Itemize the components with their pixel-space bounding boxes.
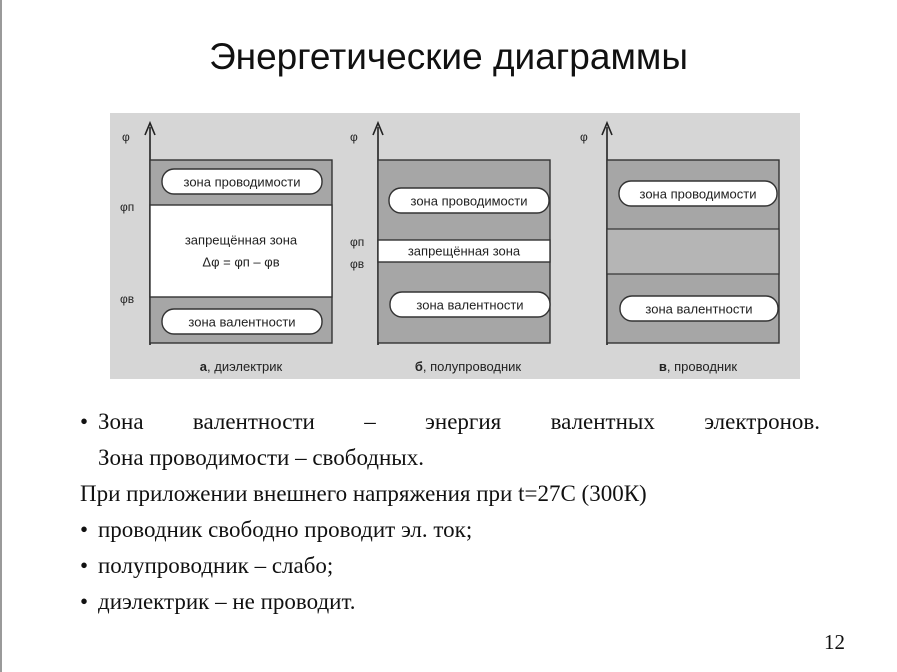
caption-letter: в	[659, 359, 667, 374]
conduction-band-label: зона проводимости	[184, 175, 301, 190]
forbidden-zone	[377, 239, 551, 263]
list-item-text: проводник свободно проводит эл. ток;	[98, 517, 473, 542]
panel-caption-dielectric: а, диэлектрик	[200, 359, 283, 374]
valence-band-pill	[619, 295, 779, 322]
arrow-head-icon	[601, 120, 613, 136]
panel-caption-semiconductor: б, полупроводник	[415, 359, 522, 374]
forbidden-zone-label: запрещённая зона	[185, 233, 298, 248]
caption-text: , проводник	[667, 359, 737, 374]
bullet-icon: •	[80, 409, 89, 434]
level-label-phi-v: φв	[120, 292, 134, 306]
list-item: • Зона валентности – энергия валентных э…	[80, 404, 820, 440]
panel-conductor: φ зона проводимости зона валентности в, …	[580, 120, 780, 374]
conduction-band-label: зона проводимости	[640, 187, 757, 202]
valence-band-label: зона валентности	[416, 298, 523, 313]
conduction-band-pill	[161, 168, 323, 195]
bullet-icon: •	[80, 589, 89, 614]
conduction-band-label: зона проводимости	[411, 194, 528, 209]
list-item: • полупроводник – слабо;	[80, 548, 820, 584]
panel-dielectric: φ зона проводимости запрещённая зона Δφ …	[120, 120, 333, 374]
valence-band-pill	[161, 308, 323, 335]
caption-text: , диэлектрик	[207, 359, 283, 374]
forbidden-zone-label: запрещённая зона	[408, 244, 521, 259]
bullet-icon: •	[80, 553, 89, 578]
list-item: • диэлектрик – не проводит.	[80, 584, 820, 620]
arrow-head-icon	[372, 120, 384, 136]
valence-band-pill	[389, 291, 551, 318]
axis-label-phi: φ	[580, 130, 588, 144]
panel-caption-conductor: в, проводник	[659, 359, 737, 374]
plain-line: При приложении внешнего напряжения при t…	[80, 481, 647, 506]
bullet-list: • Зона валентности – энергия валентных э…	[80, 404, 820, 620]
list-item: • проводник свободно проводит эл. ток;	[80, 512, 820, 548]
list-item-text: диэлектрик – не проводит.	[98, 589, 356, 614]
level-label-phi-p: φп	[350, 235, 364, 249]
valence-band-label: зона валентности	[188, 315, 295, 330]
list-item-text: Зона валентности – энергия валентных эле…	[98, 409, 820, 434]
caption-letter: а	[200, 359, 208, 374]
axis-label-phi: φ	[350, 130, 358, 144]
conduction-band-pill	[388, 187, 550, 214]
panel-semiconductor: φ зона проводимости запрещённая зона зон…	[350, 120, 551, 374]
slide-title: Энергетические диаграммы	[209, 36, 688, 77]
slide-left-border	[0, 0, 2, 672]
band-overlap-zone	[606, 228, 780, 275]
caption-letter: б	[415, 359, 423, 374]
list-item-text: полупроводник – слабо;	[98, 553, 334, 578]
arrow-head-icon	[144, 120, 156, 136]
energy-diagram-svg: φ зона проводимости запрещённая зона Δφ …	[120, 120, 780, 374]
bullet-icon: •	[80, 517, 89, 542]
band-gap-formula: Δφ = φп – φв	[202, 255, 279, 270]
energy-diagram-figure: φ зона проводимости запрещённая зона Δφ …	[110, 113, 800, 379]
level-label-phi-p: φп	[120, 200, 134, 214]
list-item-continuation: Зона проводимости – свободных.	[98, 445, 425, 470]
valence-band-label: зона валентности	[645, 302, 752, 317]
page-number: 12	[824, 630, 845, 654]
level-label-phi-v: φв	[350, 257, 364, 271]
conduction-band-pill	[618, 180, 778, 207]
forbidden-zone	[149, 204, 333, 298]
axis-label-phi: φ	[122, 130, 130, 144]
caption-text: , полупроводник	[423, 359, 522, 374]
